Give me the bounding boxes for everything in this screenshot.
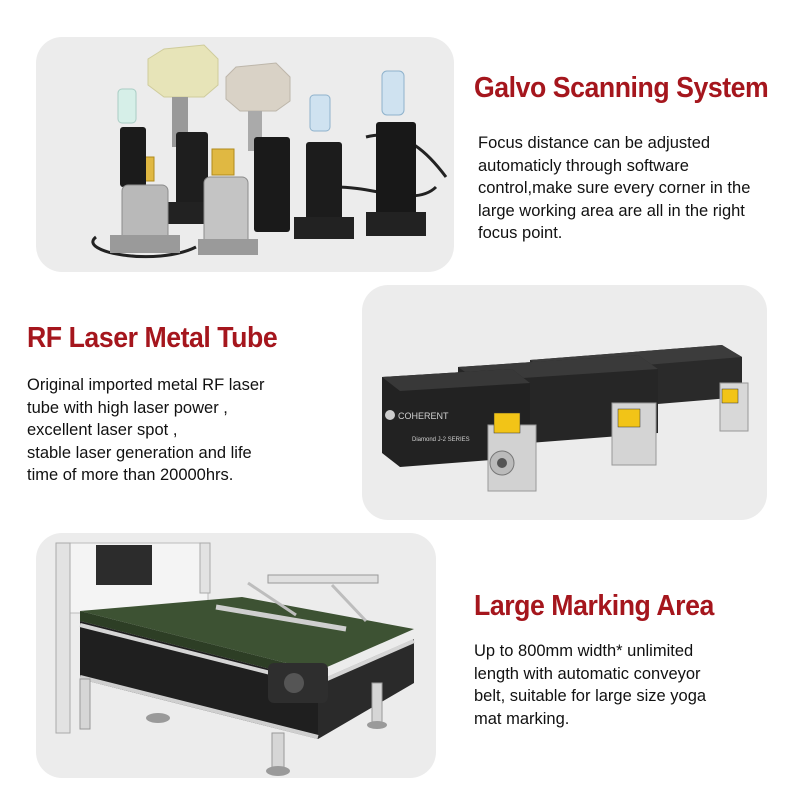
- tube-series-label: Diamond J-2 SERIES: [412, 437, 470, 443]
- galvo-title: Galvo Scanning System: [474, 72, 769, 104]
- conveyor-table-image: [55, 542, 415, 776]
- laser-tube-description: Original imported metal RF laser tube wi…: [27, 376, 265, 484]
- marking-area-title: Large Marking Area: [474, 590, 714, 622]
- galvo-description: Focus distance can be adjusted automatic…: [478, 134, 751, 242]
- marking-area-description: Up to 800mm width* unlimited length with…: [474, 642, 707, 728]
- laser-tube-title: RF Laser Metal Tube: [27, 322, 278, 354]
- galvo-image-panel: [36, 37, 454, 272]
- laser-tube-image: COHERENT Diamond J-2 SERIES: [382, 345, 749, 492]
- laser-tube-image-panel: COHERENT Diamond J-2 SERIES: [362, 285, 767, 520]
- conveyor-image-panel: [36, 533, 436, 778]
- galvo-scanner-image: [91, 44, 448, 259]
- tube-brand-label: COHERENT: [398, 411, 449, 421]
